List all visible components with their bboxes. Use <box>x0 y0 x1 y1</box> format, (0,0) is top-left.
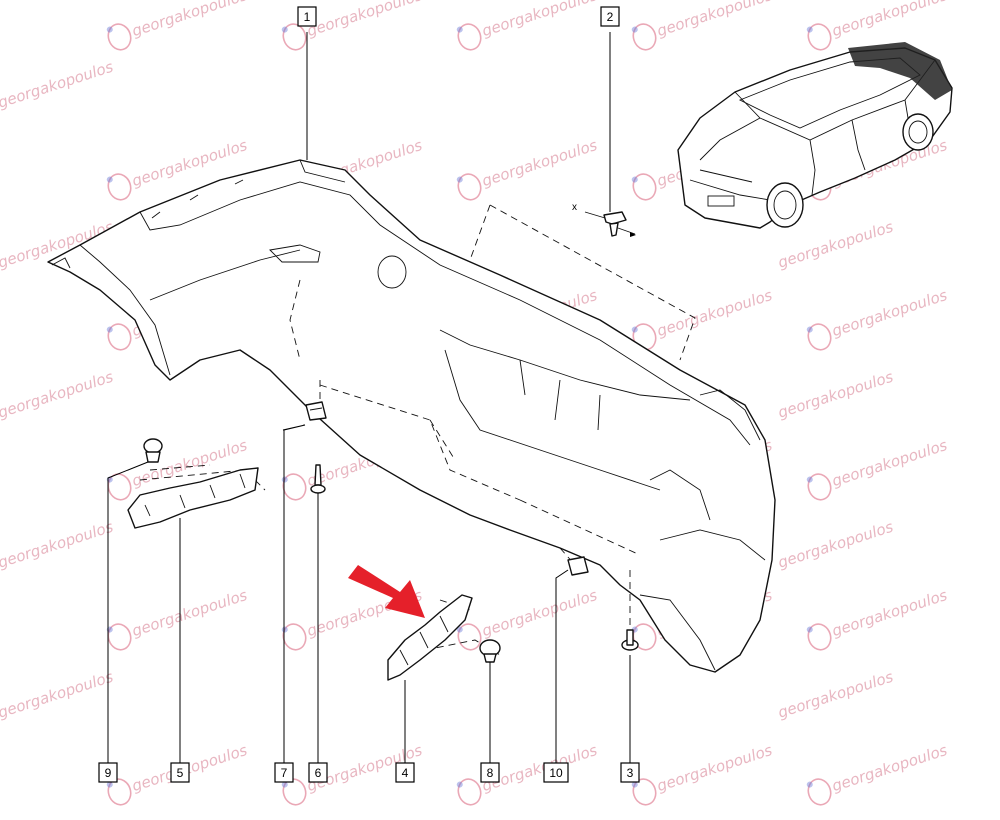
clip-part-2 <box>584 211 636 237</box>
bracket-part-5 <box>127 467 259 529</box>
watermark-text: georgakopoulos <box>776 368 896 422</box>
watermark-text: georgakopoulos <box>655 741 775 795</box>
watermark-text: georgakopoulos <box>830 436 950 490</box>
car-overview-illustration <box>677 42 953 229</box>
callout-6: 6 <box>308 762 328 783</box>
watermark-logo: georgakopoulos <box>806 0 950 51</box>
watermark-text: georgakopoulos <box>776 518 896 572</box>
callout-1: 1 <box>297 6 317 27</box>
watermark-text: georgakopoulos <box>776 668 896 722</box>
watermark-logo: georgakopoulos <box>631 741 775 806</box>
watermark-logo: georgakopoulos <box>631 286 775 351</box>
watermark-logo: georgakopoulos <box>631 0 775 51</box>
watermark-logo: georgakopoulos <box>456 0 600 51</box>
watermark-text: georgakopoulos <box>0 368 116 422</box>
svg-text:1: 1 <box>304 10 311 24</box>
callout-10: 10 <box>543 762 569 783</box>
callout-5: 5 <box>170 762 190 783</box>
svg-text:7: 7 <box>281 766 288 780</box>
watermark-logo: georgakopoulos <box>806 436 950 501</box>
watermark-logo: georgakopoulos <box>456 586 600 651</box>
watermark-text: georgakopoulos <box>480 586 600 640</box>
watermark-logo: georgakopoulos <box>106 0 250 51</box>
fastener-part-8 <box>479 639 501 663</box>
watermark-logo: georgakopoulos <box>456 136 600 201</box>
watermark-text: georgakopoulos <box>830 741 950 795</box>
watermark-text: georgakopoulos <box>480 136 600 190</box>
watermark-text: georgakopoulos <box>305 0 425 40</box>
nut-part-10 <box>567 556 589 576</box>
watermark-logo: georgakopoulos <box>806 741 950 806</box>
callout-2: 2 <box>600 6 620 27</box>
bracket-part-4 <box>387 594 473 681</box>
watermark-text: georgakopoulos <box>655 0 775 40</box>
svg-text:5: 5 <box>177 766 184 780</box>
watermark-logo: georgakopoulos <box>806 286 950 351</box>
callout-4: 4 <box>395 762 415 783</box>
nut-part-7 <box>305 401 327 421</box>
watermark-text: georgakopoulos <box>0 58 116 112</box>
rear-bumper-illustration <box>47 159 776 673</box>
watermark-text: georgakopoulos <box>776 218 896 272</box>
callout-9: 9 <box>98 762 118 783</box>
watermark-text: georgakopoulos <box>830 286 950 340</box>
watermark-text: georgakopoulos <box>830 0 950 40</box>
watermark-logo: georgakopoulos <box>106 586 250 651</box>
svg-text:4: 4 <box>402 766 409 780</box>
axis-x-label: x <box>572 202 577 213</box>
watermark-text: georgakopoulos <box>830 586 950 640</box>
watermark-text: georgakopoulos <box>130 741 250 795</box>
svg-text:9: 9 <box>105 766 112 780</box>
watermark-text: georgakopoulos <box>655 286 775 340</box>
watermark-text: georgakopoulos <box>130 586 250 640</box>
watermark-text: georgakopoulos <box>480 0 600 40</box>
watermark-text: georgakopoulos <box>0 518 116 572</box>
clip-part-9 <box>143 438 163 463</box>
svg-text:2: 2 <box>607 10 614 24</box>
svg-text:10: 10 <box>549 766 563 780</box>
svg-text:8: 8 <box>487 766 494 780</box>
watermark-logo: georgakopoulos <box>806 586 950 651</box>
watermark-logo: georgakopoulos <box>456 741 600 806</box>
callout-8: 8 <box>480 762 500 783</box>
callout-7: 7 <box>274 762 294 783</box>
leader-lines <box>107 32 631 763</box>
svg-text:3: 3 <box>627 766 634 780</box>
watermark-text: georgakopoulos <box>130 0 250 40</box>
highlight-arrow <box>348 565 425 618</box>
watermark-text: georgakopoulos <box>0 668 116 722</box>
screw-part-3 <box>621 629 639 651</box>
callout-3: 3 <box>620 762 640 783</box>
svg-text:6: 6 <box>315 766 322 780</box>
